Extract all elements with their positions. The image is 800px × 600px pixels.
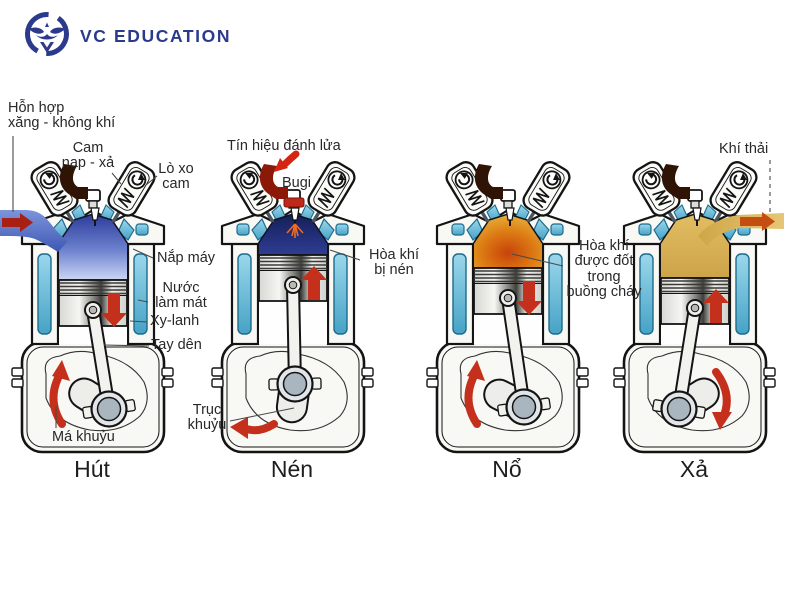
label-valve-spring: Lò xo cam bbox=[158, 161, 194, 193]
engine-stroke-power bbox=[425, 161, 590, 457]
engine-stroke-intake bbox=[0, 161, 175, 457]
engine-illustration bbox=[613, 161, 784, 454]
label-cam: Cam nạp - xả bbox=[61, 140, 115, 172]
vc-education-logo: VC EDUCATION bbox=[22, 8, 231, 60]
stroke-title-nen: Nén bbox=[270, 456, 314, 482]
stroke-title-no: Nổ bbox=[492, 456, 522, 482]
engine-illustration bbox=[0, 161, 174, 454]
stroke-title-xa: Xả bbox=[679, 456, 709, 482]
engine-stroke-exhaust bbox=[612, 161, 784, 457]
stroke-title-hut: Hút bbox=[74, 456, 110, 482]
label-spark-plug: Bugi bbox=[282, 175, 312, 191]
label-cylinder-head: Nắp máy bbox=[157, 250, 216, 266]
label-exhaust-gas: Khí thải bbox=[719, 141, 769, 157]
label-crank-web: Má khuỷu bbox=[52, 429, 115, 445]
label-coolant: Nước làm mát bbox=[155, 280, 207, 312]
label-connecting-rod: Tay dên bbox=[151, 337, 202, 353]
label-burning-mixture: Hòa khí được đốt trong buồng cháy bbox=[566, 238, 642, 301]
engine-stroke-compression bbox=[210, 150, 375, 457]
logo-brand-text: VC EDUCATION bbox=[80, 25, 232, 46]
label-cylinder: Xy-lanh bbox=[150, 313, 200, 329]
label-fuel-air-mixture: Hỗn hợp xăng - không khí bbox=[8, 100, 116, 132]
label-crankshaft: Trục khuỷu bbox=[187, 402, 227, 434]
label-ignition-signal: Tín hiệu đánh lửa bbox=[227, 138, 341, 154]
logo-emblem-icon bbox=[25, 12, 69, 56]
engine-illustration bbox=[211, 150, 374, 454]
engine-illustration bbox=[426, 161, 589, 454]
label-compressed-mixture: Hòa khí bị nén bbox=[369, 247, 419, 279]
